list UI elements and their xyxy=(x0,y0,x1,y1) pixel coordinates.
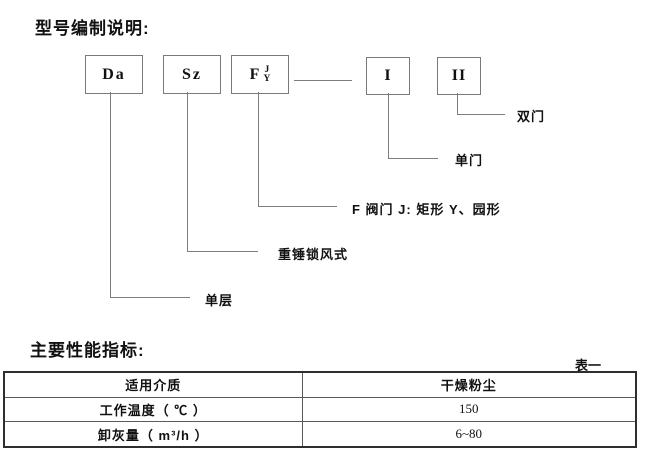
model-box-da-label: Da xyxy=(102,65,126,83)
connector-sz-vertical xyxy=(187,92,188,251)
model-box-sz: Sz xyxy=(163,55,221,94)
table-caption: 表一 xyxy=(575,358,602,373)
connector-f-vertical xyxy=(258,92,259,206)
connector-f-horizontal xyxy=(258,206,337,207)
connector-f-to-one xyxy=(294,80,352,81)
callout-double-door: 双门 xyxy=(517,109,546,124)
callout-valve-note: F 阀门 J: 矩形 Y、园形 xyxy=(352,202,501,217)
table-row: 卸灰量（ m³/h ） 6~80 xyxy=(3,421,637,448)
connector-sz-horizontal xyxy=(187,251,258,252)
model-box-f: F J Y xyxy=(231,55,289,94)
callout-hammer-lock: 重锤锁风式 xyxy=(278,247,349,262)
connector-one-horizontal xyxy=(388,158,438,159)
table-row: 工作温度（ ℃ ） 150 xyxy=(3,396,637,423)
spec-value-temperature: 150 xyxy=(301,396,637,423)
connector-one-vertical xyxy=(388,93,389,158)
model-box-sz-label: Sz xyxy=(182,65,202,83)
connector-da-horizontal xyxy=(110,297,190,298)
connector-two-vertical xyxy=(457,93,458,114)
spec-value-medium: 干燥粉尘 xyxy=(301,371,637,398)
callout-single-layer: 单层 xyxy=(205,293,234,308)
connector-two-horizontal xyxy=(457,114,505,115)
spec-name-medium: 适用介质 xyxy=(3,371,303,398)
performance-heading: 主要性能指标: xyxy=(30,341,145,360)
model-box-two: II xyxy=(437,57,481,95)
performance-table: 适用介质 干燥粉尘 工作温度（ ℃ ） 150 卸灰量（ m³/h ） 6~80 xyxy=(3,371,637,448)
model-box-f-variants: J Y xyxy=(263,65,271,84)
model-box-one-label: I xyxy=(384,67,392,84)
callout-single-door: 单门 xyxy=(455,153,484,168)
variant-y: Y xyxy=(263,74,271,84)
model-box-da: Da xyxy=(85,55,143,94)
spec-name-discharge: 卸灰量（ m³/h ） xyxy=(3,421,303,448)
variant-j: J xyxy=(264,65,270,75)
table-row: 适用介质 干燥粉尘 xyxy=(3,371,637,398)
spec-name-temperature: 工作温度（ ℃ ） xyxy=(3,396,303,423)
spec-value-discharge: 6~80 xyxy=(301,421,637,448)
model-designation-heading: 型号编制说明: xyxy=(35,19,150,38)
model-box-f-label: F xyxy=(249,65,262,83)
model-box-one: I xyxy=(366,57,410,95)
model-box-two-label: II xyxy=(451,67,467,84)
connector-da-vertical xyxy=(110,92,111,297)
